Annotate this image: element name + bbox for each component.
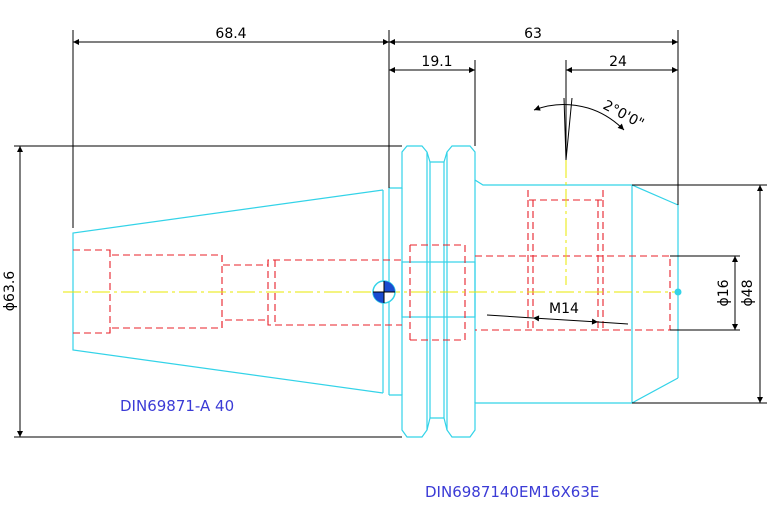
taper-standard-label: DIN69871-A 40 <box>120 397 234 415</box>
centerlines <box>63 160 678 293</box>
dim-text-phi16: ϕ16 <box>716 279 732 306</box>
dim-text-68-4: 68.4 <box>215 26 246 42</box>
flange-outline <box>389 145 679 206</box>
dim-text-taper-angle: 2°0'0" <box>600 97 646 132</box>
front-bore-hidden <box>475 255 671 331</box>
dim-text-24: 24 <box>609 54 627 70</box>
dim-line-m14 <box>532 315 599 325</box>
dim-arc-taper-angle <box>533 104 625 131</box>
hidden-lines <box>73 190 671 341</box>
dim-text-phi63-6: ϕ63.6 <box>2 271 18 312</box>
dim-text-m14: M14 <box>549 301 579 317</box>
dimensions: 68.4 63 19.1 24 2°0'0" M14 ϕ16 ϕ48 ϕ63.6 <box>2 26 767 438</box>
nose-point-marker <box>674 288 682 296</box>
dim-text-63: 63 <box>524 26 542 42</box>
taper-bore-hidden <box>73 249 402 266</box>
part-number-label: DIN6987140EM16X63E <box>425 483 599 501</box>
dim-text-phi48: ϕ48 <box>740 279 756 306</box>
dim-text-19-1: 19.1 <box>421 54 452 70</box>
gauge-point-marker <box>372 280 396 304</box>
